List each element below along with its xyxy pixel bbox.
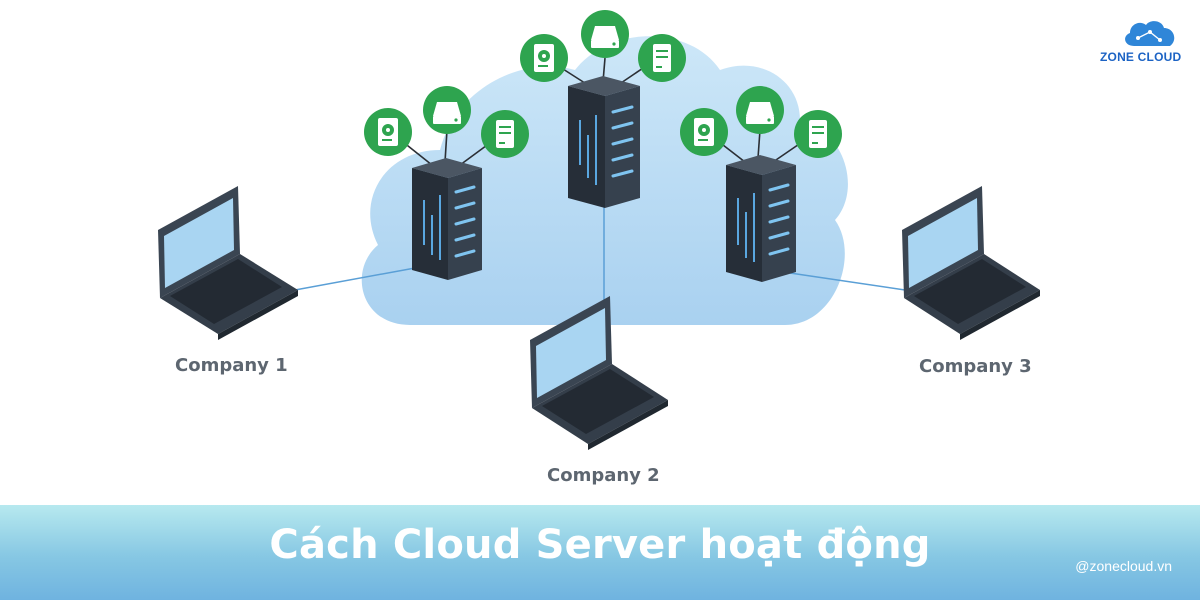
cloud-server-diagram xyxy=(158,10,1040,450)
connection-lines xyxy=(294,205,906,300)
footer-handle: @zonecloud.vn xyxy=(1075,558,1172,574)
laptop-company-3 xyxy=(902,186,1040,340)
server-rack-2 xyxy=(568,76,640,208)
company-1-label: Company 1 xyxy=(175,355,288,376)
drive-icon xyxy=(423,86,471,134)
server-box-icon xyxy=(481,110,529,158)
server-box-icon xyxy=(638,34,686,82)
server-rack-3 xyxy=(726,155,796,282)
hard-disk-icon xyxy=(520,34,568,82)
footer-title: Cách Cloud Server hoạt động xyxy=(269,522,931,568)
server-box-icon xyxy=(794,110,842,158)
hard-disk-icon xyxy=(364,108,412,156)
drive-icon xyxy=(581,10,629,58)
laptop-company-2 xyxy=(530,296,668,450)
drive-icon xyxy=(736,86,784,134)
footer-band xyxy=(0,505,1200,600)
company-2-label: Company 2 xyxy=(547,465,660,486)
server-rack-1 xyxy=(412,158,482,280)
link-company3 xyxy=(789,272,906,291)
link-company1 xyxy=(294,267,416,291)
company-3-label: Company 3 xyxy=(919,356,1032,377)
laptop-company-1 xyxy=(158,186,298,340)
hard-disk-icon xyxy=(680,108,728,156)
icon-circles xyxy=(364,10,842,158)
brand-name: ZONE CLOUD xyxy=(1100,50,1182,64)
zone-cloud-logo-icon xyxy=(1125,21,1175,46)
